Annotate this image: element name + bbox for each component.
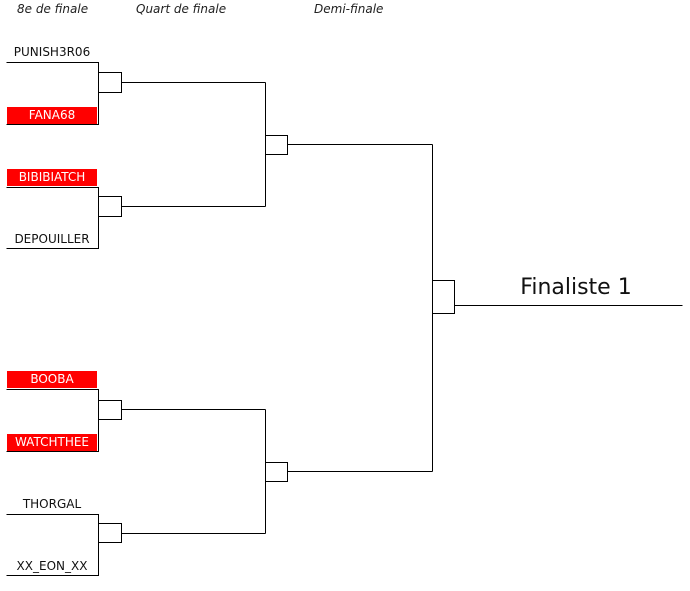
match-box-qf-1 [265,135,288,155]
match-connector-r16-4 [6,514,99,576]
match-box-qf-2 [265,462,288,482]
player-slot-5: BOOBA [7,371,97,388]
match-connector-r16-3 [6,389,99,452]
match-box-sf [432,280,455,314]
player-slot-2: FANA68 [7,107,97,124]
match-box-r16-4 [98,523,122,543]
match-box-r16-3 [98,400,122,420]
header-semi-final: Demi-finale [314,2,384,16]
header-round-of-16: 8e de finale [17,2,89,16]
finalist-label: Finaliste 1 [520,275,632,300]
match-box-r16-1 [98,72,122,93]
player-slot-6: WATCHTHEE [7,434,97,451]
player-slot-4: DEPOUILLER [14,232,90,246]
match-connector-r16-1 [6,62,99,125]
player-slot-1: PUNISH3R06 [13,45,91,59]
player-slot-7: THORGAL [22,497,82,511]
match-connector-r16-2 [6,187,99,249]
header-quarter-final: Quart de finale [136,2,227,16]
match-box-r16-2 [98,196,122,217]
player-slot-3: BIBIBIATCH [7,169,97,186]
player-slot-8: XX_EON_XX [16,559,88,573]
